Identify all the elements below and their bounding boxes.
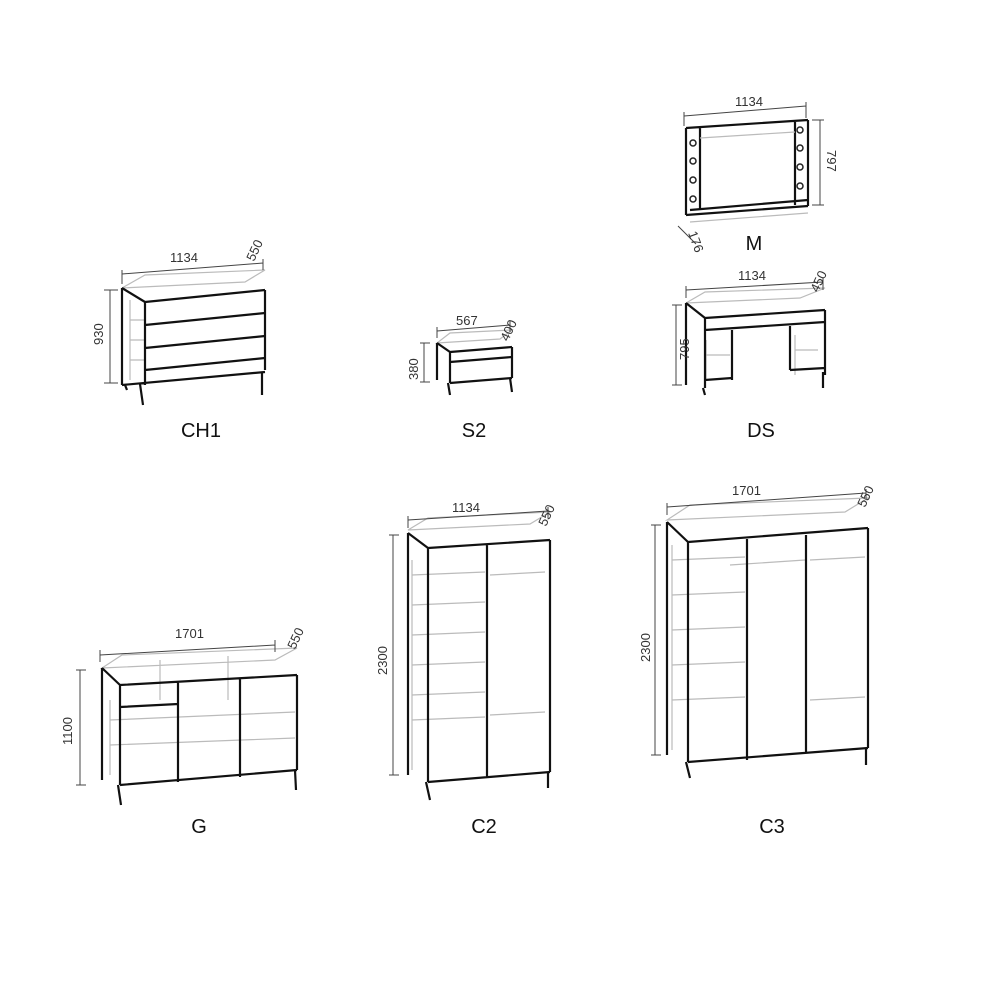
chest-ch1: 1134 550 930 CH1: [91, 237, 267, 442]
c3-depth: 550: [854, 483, 877, 509]
wardrobe-c2: 1134 550 2300 C2: [375, 500, 558, 838]
s2-height: 380: [406, 358, 421, 380]
g-width: 1701: [175, 626, 204, 641]
ch1-depth: 550: [243, 237, 266, 263]
nightstand-s2: 567 400 380 S2: [406, 313, 520, 442]
mirror-depth: 176: [685, 229, 707, 255]
g-depth: 550: [284, 625, 307, 651]
c2-width: 1134: [452, 500, 480, 515]
mirror-width: 1134: [735, 94, 763, 109]
desk-ds: 1134 450 795 DS: [672, 268, 830, 442]
s2-depth: 400: [497, 317, 520, 343]
s2-label: S2: [462, 420, 486, 442]
c3-width: 1701: [732, 483, 761, 498]
mirror-height: 797: [824, 150, 839, 172]
g-height: 1100: [60, 717, 75, 745]
ch1-label: CH1: [181, 420, 221, 442]
s2-width: 567: [456, 313, 478, 328]
ds-width: 1134: [738, 268, 766, 283]
ch1-height: 930: [91, 323, 106, 345]
ds-depth: 450: [807, 268, 830, 294]
c3-height: 2300: [638, 633, 653, 662]
sideboard-g: 1701 550 1100 G: [60, 625, 307, 838]
mirror-label: M: [746, 233, 763, 255]
c3-label: C3: [759, 816, 785, 838]
ds-height: 795: [677, 338, 692, 360]
mirror-m: 1134 797 176 M: [677, 94, 839, 255]
c2-label: C2: [471, 816, 497, 838]
wardrobe-c3: 1701 550 2300 C3: [638, 483, 877, 838]
c2-height: 2300: [375, 646, 390, 675]
ch1-width: 1134: [170, 250, 198, 265]
c2-depth: 550: [535, 502, 558, 528]
ds-label: DS: [747, 420, 775, 442]
g-label: G: [191, 816, 207, 838]
